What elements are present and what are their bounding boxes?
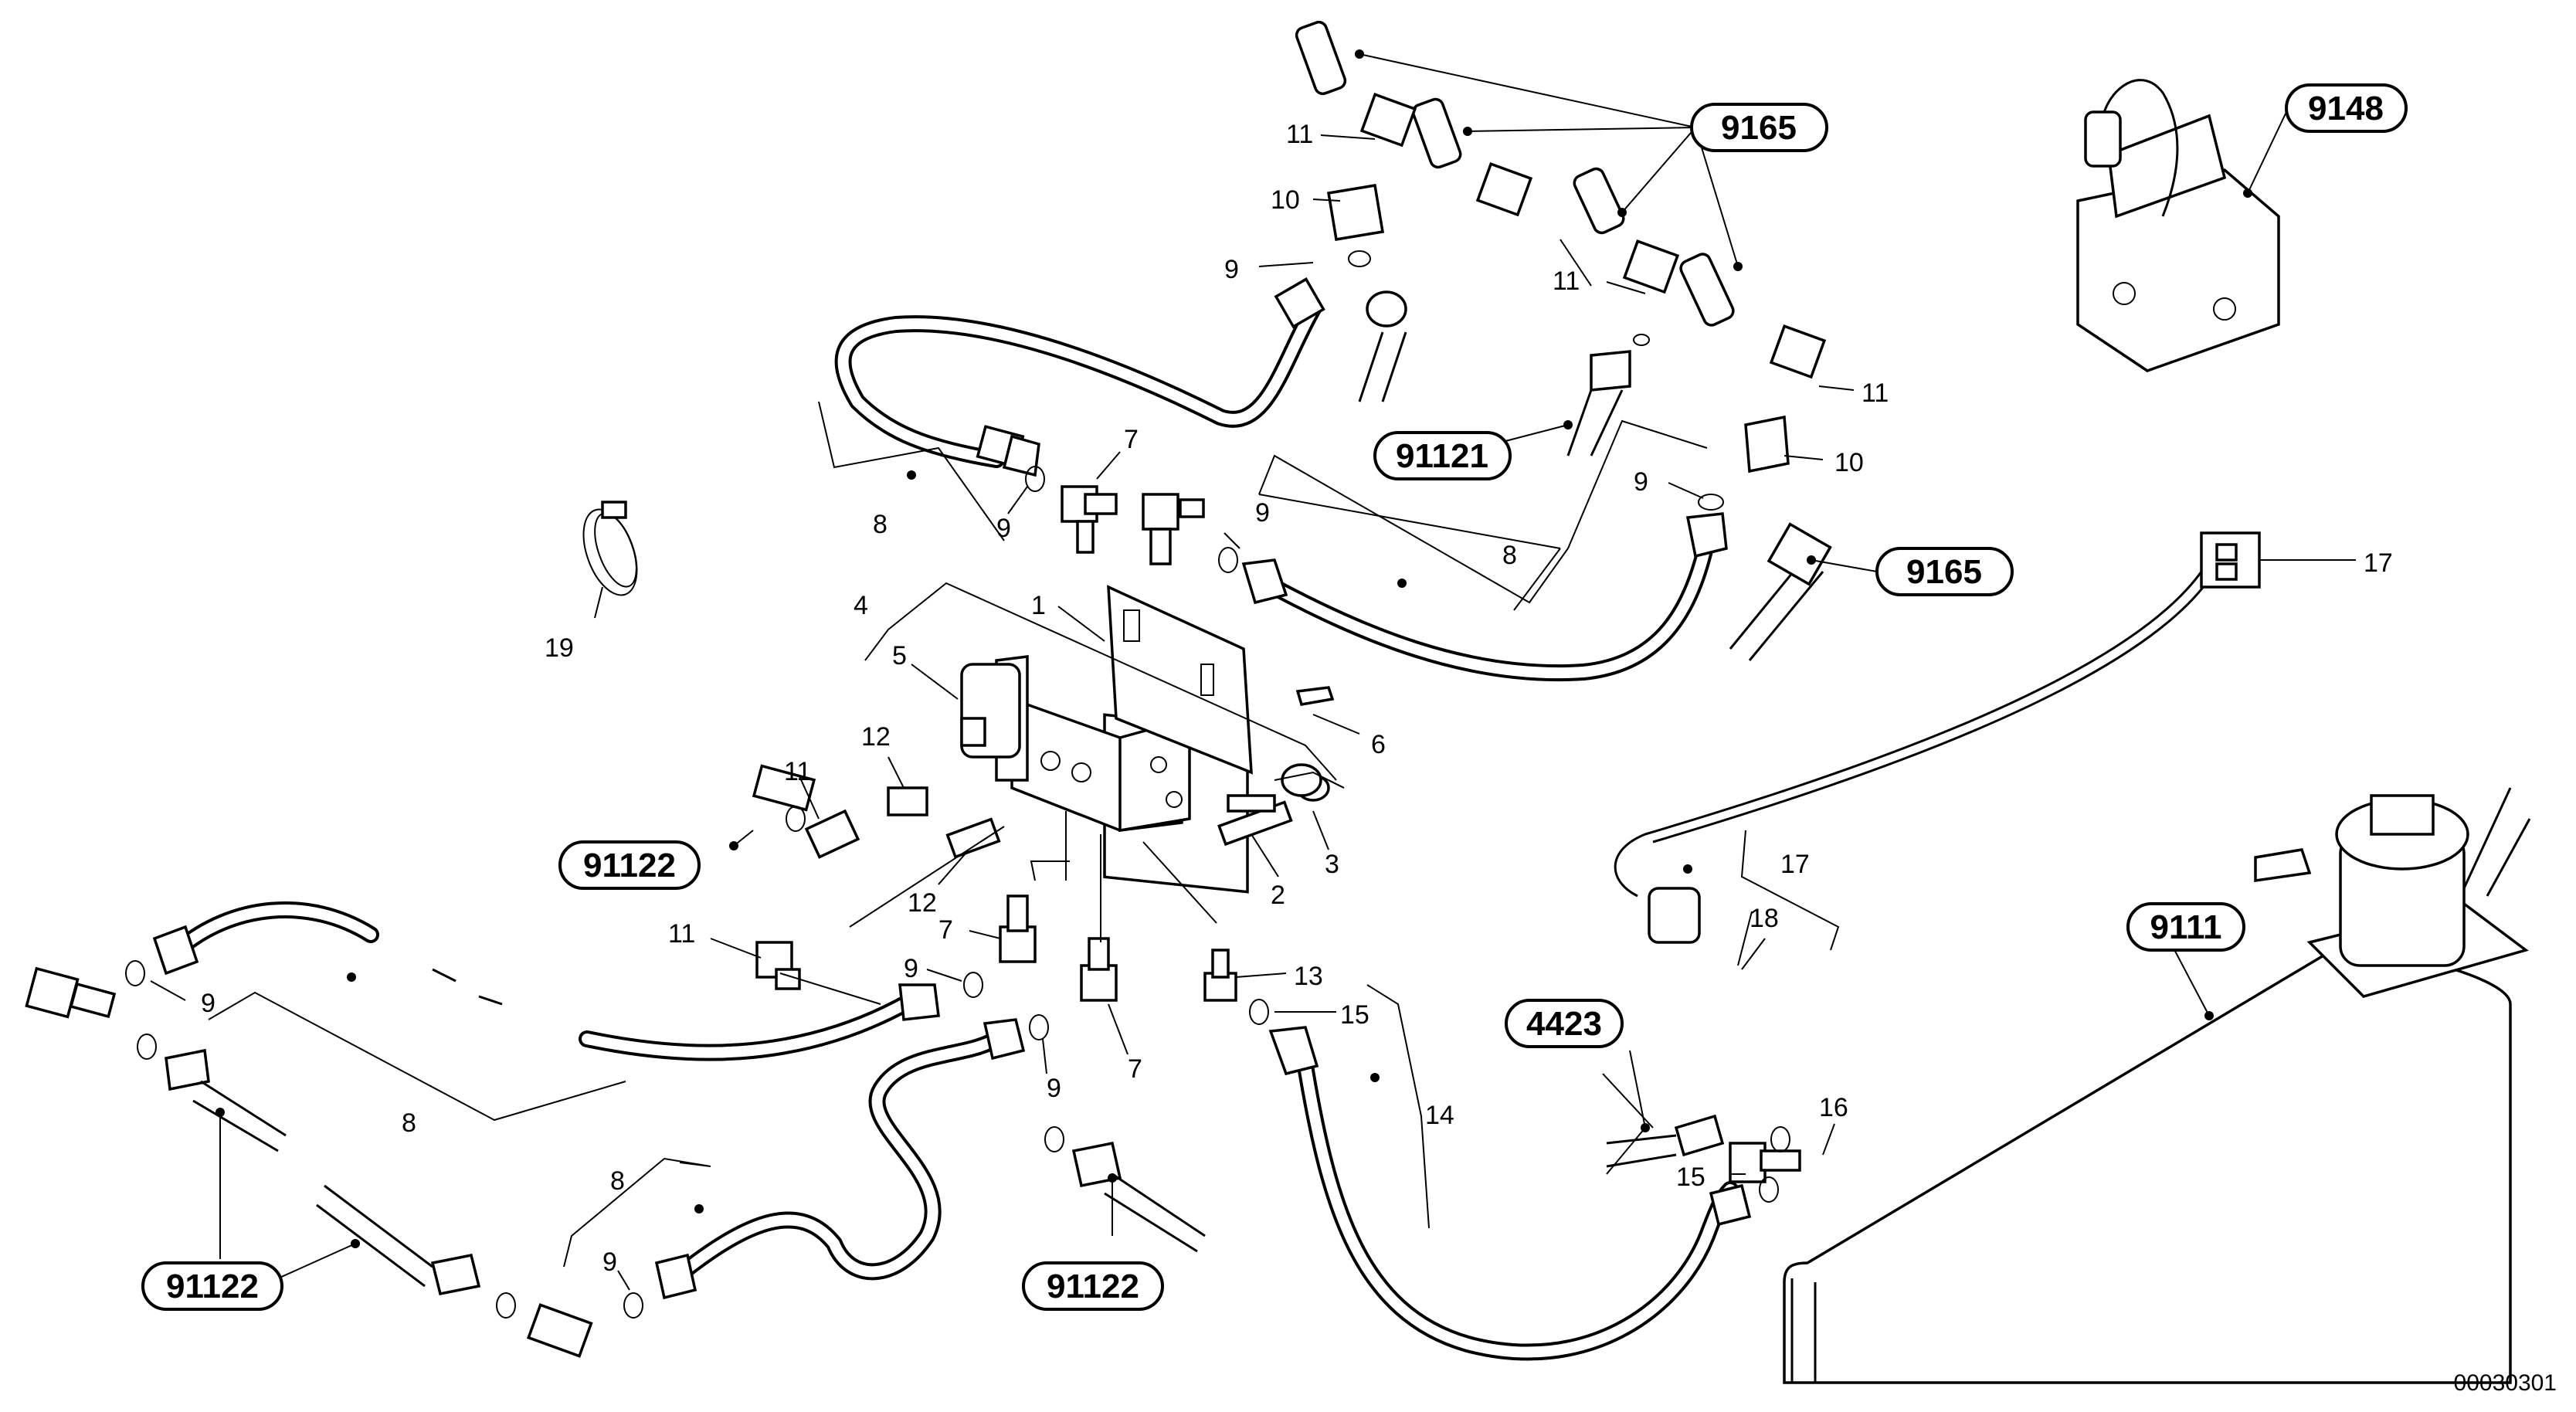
callout-9f: 9 [904,954,918,983]
callout-9e: 9 [201,989,216,1018]
svg-text:9111: 9111 [2150,908,2221,946]
callout-9d: 9 [1634,467,1648,497]
callout-2: 2 [1271,881,1285,910]
callout-7c: 7 [1128,1054,1142,1084]
callout-15b: 15 [1676,1163,1705,1192]
callout-12b: 12 [908,888,937,918]
callout-10a: 10 [1271,185,1300,215]
ref-4423: 4423 [1505,999,1624,1048]
callout-numbers: 1 2 3 4 5 6 7 7 7 8 8 8 8 9 9 9 9 9 9 9 … [201,120,2393,1277]
svg-text:9165: 9165 [1721,109,1797,147]
ref-91122-b: 91122 [141,1261,283,1311]
callout-11c: 11 [1862,378,1889,408]
svg-text:9165: 9165 [1906,553,1982,591]
callout-9c: 9 [1255,498,1270,528]
leader-dots [216,49,2252,1248]
ref-91121: 91121 [1373,431,1512,480]
callout-11a: 11 [1286,120,1313,149]
ref-9111: 9111 [2126,902,2245,952]
callout-8b: 8 [1502,541,1517,570]
ref-91122-c: 91122 [1022,1261,1164,1311]
svg-text:91122: 91122 [583,847,676,884]
ref-9148: 9148 [2285,83,2408,133]
quick-couplings-top [1295,20,1827,473]
callout-17b: 17 [1780,850,1810,879]
callout-11d: 11 [784,757,811,786]
callout-15a: 15 [1340,1000,1369,1030]
ref-9165-right: 9165 [1875,547,2014,596]
callout-17a: 17 [2364,548,2393,578]
bracket-plate [1107,585,1253,775]
ref-91122-a: 91122 [558,840,701,890]
control-unit-9148 [2076,79,2280,372]
svg-text:9148: 9148 [2308,90,2384,127]
svg-text:4423: 4423 [1526,1005,1602,1043]
callout-11e: 11 [668,919,695,949]
lower-left-fittings [25,966,1206,1358]
hose-ends-right [1729,522,1832,661]
callout-9g: 9 [1047,1074,1061,1103]
callout-16: 16 [1819,1093,1848,1122]
callout-8d: 8 [610,1166,625,1196]
callout-9a: 9 [1224,255,1239,284]
callout-14: 14 [1425,1101,1454,1130]
callout-11b: 11 [1553,266,1580,296]
hose-middle-right [1241,512,1728,682]
callout-19: 19 [545,633,574,663]
hose-lower-wavy [654,1018,1026,1300]
valve-block [960,655,1249,894]
callout-9h: 9 [602,1247,617,1277]
callout-5: 5 [892,641,907,670]
callout-6: 6 [1371,730,1386,759]
svg-text:91122: 91122 [166,1268,259,1305]
tank-9111 [1783,787,2531,1384]
svg-text:91122: 91122 [1047,1268,1139,1305]
callout-8c: 8 [402,1108,416,1138]
o-rings [125,250,1790,1319]
callout-7b: 7 [938,915,953,945]
callout-13: 13 [1294,962,1323,991]
callout-9b: 9 [996,514,1011,543]
hose-lower-long [152,901,940,1061]
hose-upper-left [834,277,1325,477]
callout-3: 3 [1325,850,1339,879]
figure-number: 00030301 [2454,1370,2557,1396]
callout-8a: 8 [873,510,888,539]
callout-7a: 7 [1124,425,1139,454]
callout-12a: 12 [861,722,891,752]
svg-text:91121: 91121 [1396,437,1488,475]
tee-fitting-16 [1606,1114,1801,1183]
callout-1: 1 [1031,591,1046,620]
leader-lines [150,53,2356,1291]
callout-10b: 10 [1834,448,1864,477]
hose-14 [1268,1026,1752,1361]
reference-labels: 9165 9165 9148 91121 91122 91122 91122 [141,83,2408,1311]
callout-4: 4 [854,591,868,620]
clamp-19 [582,501,638,596]
ref-9165-top: 9165 [1690,103,1828,152]
callout-18: 18 [1750,904,1779,933]
cable-17 [1614,531,2261,944]
